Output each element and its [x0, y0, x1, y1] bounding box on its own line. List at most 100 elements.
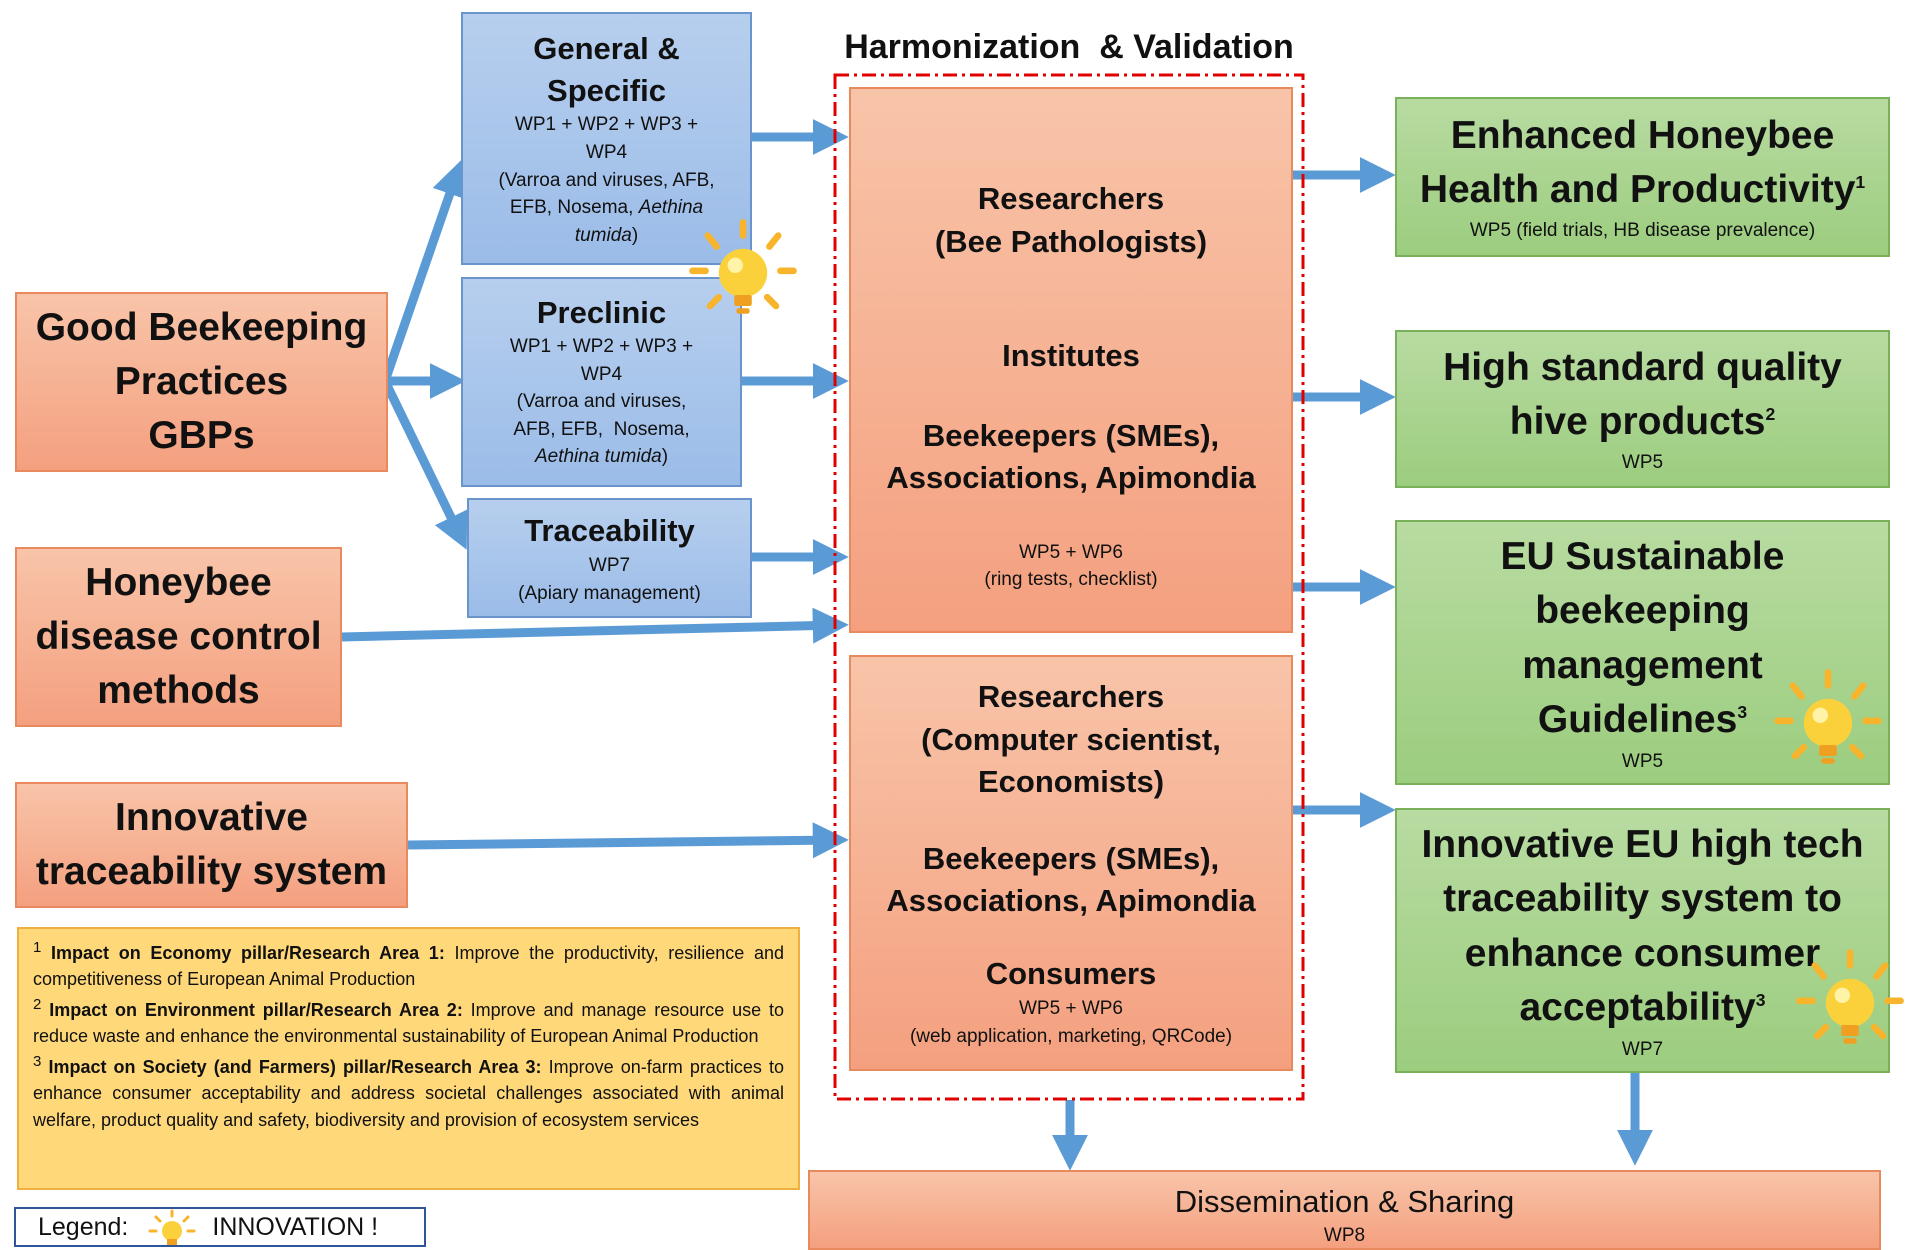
disease-line: Honeybee [85, 561, 272, 605]
outcome-title: Innovative EU high tech [1421, 822, 1864, 866]
footnote-ref: 3 [1737, 702, 1748, 723]
footnote-number: 3 [33, 1053, 42, 1071]
outcome-title: traceability system to [1443, 877, 1842, 921]
outcome-title: Guidelines3 [1538, 693, 1747, 748]
lightbulb-icon [1774, 669, 1882, 764]
general-wp: WP1 + WP2 + WP3 + [514, 114, 699, 136]
general-detail: (Varroa and viruses, AFB, [498, 169, 715, 191]
footnote-ref: 3 [1755, 990, 1766, 1011]
outcome-box: EU Sustainable beekeeping management Gui… [1395, 520, 1890, 785]
outcome-title: management [1522, 643, 1763, 687]
stakeholder-label: Researchers [977, 678, 1165, 714]
outcome-title: enhance consumer [1464, 931, 1821, 975]
traceability-input-box: Innovative traceability system [15, 782, 408, 908]
legend-item: INNOVATION ! [212, 1212, 379, 1241]
preclinic-wp: WP1 + WP2 + WP3 + [509, 336, 694, 358]
page-title: Harmonization & Validation [835, 22, 1303, 72]
stakeholder-label: Researchers [977, 181, 1165, 216]
trace-line: Innovative [115, 796, 308, 840]
footnote-heading: Impact on Economy pillar/Research Area 1… [51, 943, 445, 963]
general-detail-italic: Aethina [638, 197, 704, 219]
stakeholder-label: (Bee Pathologists) [934, 224, 1208, 260]
disease-line: methods [97, 668, 260, 712]
outcome-title-text: Health and Productivity [1419, 168, 1856, 212]
general-detail: EFB, Nosema, Aethina [510, 194, 703, 222]
traceability-box: Traceability WP7 (Apiary management) [467, 498, 752, 618]
impact-footnotes: 1 Impact on Economy pillar/Research Area… [17, 927, 800, 1190]
arrow-gbp-to-traceability [380, 379, 468, 550]
general-detail: tumida) [575, 222, 638, 250]
preclinic-box: Preclinic WP1 + WP2 + WP3 + WP4 (Varroa … [461, 277, 742, 487]
general-specific-box: General & Specific WP1 + WP2 + WP3 + WP4… [461, 12, 752, 265]
general-detail-italic: tumida [574, 224, 632, 246]
gbp-line: GBPs [148, 413, 255, 457]
stakeholder-label: (Computer scientist, [921, 721, 1221, 757]
disease-line: disease control [35, 615, 322, 659]
outcome-title-text: acceptability [1519, 986, 1756, 1030]
preclinic-detail: Aethina tumida) [535, 443, 668, 471]
general-detail-text: ) [631, 224, 639, 246]
outcome-title: hive products2 [1510, 395, 1775, 449]
footnote-text: Improve and manage resource use to reduc… [33, 1000, 784, 1047]
lightbulb-icon [1796, 949, 1904, 1044]
outcome-title: High standard quality [1443, 346, 1842, 390]
gbp-line: Good Beekeeping [35, 306, 368, 350]
dissemination-box: Dissemination & Sharing WP8 [808, 1170, 1881, 1250]
footnote-heading: Impact on Environment pillar/Research Ar… [49, 1000, 463, 1021]
general-title: Specific [547, 72, 666, 108]
legend-box: Legend: INNOVATION ! [14, 1207, 426, 1247]
outcome-wp: WP5 [1621, 750, 1664, 772]
general-wp: WP4 [585, 142, 628, 164]
disease-control-box: Honeybee disease control methods [15, 547, 342, 727]
footnote-text: Improve the productivity, resilience and… [33, 943, 784, 990]
validation-bottom-box: Researchers (Computer scientist, Economi… [849, 655, 1293, 1071]
lightbulb-icon [148, 1209, 196, 1245]
outcome-box: Enhanced Honeybee Health and Productivit… [1395, 97, 1890, 257]
footnote-number: 2 [33, 996, 42, 1014]
validation-wp-detail: (ring tests, checklist) [984, 569, 1158, 591]
footnote-number: 1 [33, 939, 42, 956]
harmonization-title: Harmonization & Validation [844, 27, 1294, 66]
footnote: 2 Impact on Environment pillar/Research … [33, 994, 784, 1049]
traceability-title: Traceability [524, 512, 695, 548]
preclinic-wp: WP4 [580, 363, 623, 385]
gbp-line: Practices [114, 360, 289, 404]
outcome-title: Health and Productivity1 [1420, 163, 1865, 217]
preclinic-detail-text: ) [661, 446, 669, 468]
outcome-title-text: Guidelines [1537, 698, 1738, 742]
general-title: General & [533, 30, 680, 66]
stakeholder-label: Beekeepers (SMEs), [922, 418, 1220, 454]
validation-wp: WP5 + WP6 [1019, 998, 1123, 1020]
legend-label: Legend: [38, 1212, 129, 1241]
general-detail-text: EFB, Nosema, [509, 197, 639, 219]
footnote: 3 Impact on Society (and Farmers) pillar… [33, 1051, 784, 1132]
validation-frame [833, 73, 1305, 1101]
traceability-wp: WP7 [588, 555, 631, 577]
outcome-title-text: hive products [1509, 400, 1766, 444]
outcome-wp: WP7 [1621, 1038, 1664, 1060]
footnote-text: Improve on-farm practices to enhance con… [33, 1057, 784, 1130]
footnote-heading: Impact on Society (and Farmers) pillar/R… [48, 1057, 542, 1078]
validation-wp: WP5 + WP6 [1019, 541, 1123, 563]
outcome-box: Innovative EU high tech traceability sys… [1395, 808, 1890, 1073]
preclinic-detail: (Varroa and viruses, [516, 391, 687, 413]
preclinic-title: Preclinic [536, 294, 667, 330]
stakeholder-label: Institutes [1002, 337, 1140, 373]
outcome-title: Enhanced Honeybee [1450, 114, 1835, 158]
stakeholder-label: Associations, Apimondia [886, 882, 1256, 918]
outcome-title: EU Sustainable [1500, 534, 1785, 578]
footnote-ref: 1 [1855, 172, 1866, 193]
stakeholder-label: Economists) [977, 764, 1165, 800]
validation-top-box: Researchers (Bee Pathologists) Institute… [849, 87, 1293, 633]
outcome-box: High standard quality hive products2 WP5 [1395, 330, 1890, 488]
arrow-gbp-to-general [380, 159, 467, 383]
traceability-detail: (Apiary management) [518, 582, 701, 604]
footnote-ref: 2 [1765, 404, 1776, 425]
outcome-wp: WP5 [1621, 452, 1664, 474]
stakeholder-label: Beekeepers (SMEs), [922, 841, 1220, 877]
stakeholder-label: Consumers [985, 955, 1157, 991]
footnote: 1 Impact on Economy pillar/Research Area… [33, 937, 784, 992]
outcome-title: beekeeping [1535, 589, 1750, 633]
gbp-box: Good Beekeeping Practices GBPs [15, 292, 388, 472]
